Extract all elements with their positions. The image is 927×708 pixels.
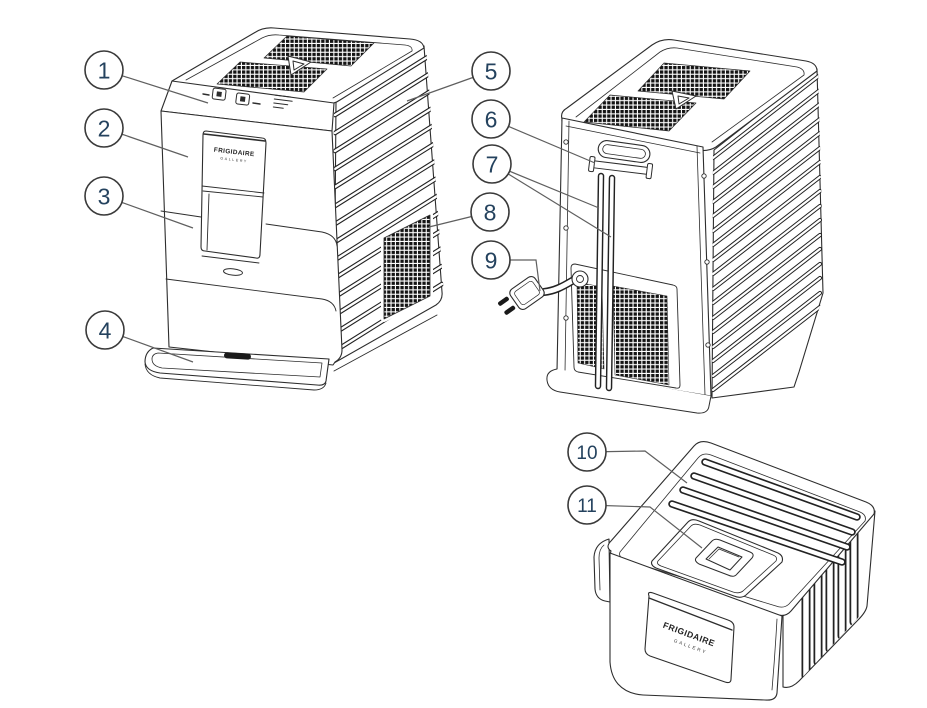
drain-tubes [594,172,616,392]
drip-tray [144,347,330,391]
control-label-text [272,94,293,109]
callout-9: 9 [471,240,541,292]
callout-7: 7 [472,144,612,238]
callout-circle [470,192,510,232]
rear-top-vent-grid-right [637,62,751,100]
callout-circle [85,310,125,350]
callout-circle [471,51,511,91]
dispenser-recess [201,185,265,264]
callout-1: 1 [84,50,209,104]
callout-6: 6 [471,99,596,164]
tank-handle-recess [650,519,784,598]
callout-number: 2 [98,115,111,141]
brand-sub-wordmark: GALLERY [220,156,248,163]
front-warning-triangle-icon [287,55,312,76]
callout-circle [471,99,511,139]
callouts: 1 2 3 4 5 6 7 8 9 10 11 [84,50,703,549]
front-view: FRIGIDAIRE GALLERY [144,27,442,391]
front-seam-lower [165,278,337,312]
callout-8: 8 [428,192,510,232]
callout-circle [567,485,607,525]
screws [563,139,711,348]
rear-vent-grill-right [612,285,670,386]
callout-number: 11 [577,496,597,517]
dispense-paddle [223,268,243,276]
front-base-rim [333,314,438,372]
callout-number: 4 [99,317,112,343]
front-seam-upper [160,210,202,218]
tank-flange [593,538,611,603]
rear-warning-triangle-icon [671,90,697,110]
callout-number: 1 [98,57,111,83]
rear-base [546,368,712,414]
callout-circle [472,144,512,184]
rear-right-edge-band [696,145,706,396]
logo-door: FRIGIDAIRE GALLERY [200,130,267,259]
callout-3: 3 [84,176,194,229]
callout-number: 7 [486,151,499,177]
callout-number: 3 [98,183,111,209]
callout-circle [471,240,511,280]
callout-5: 5 [406,51,511,102]
callout-circle [84,176,124,216]
rear-handle [597,140,651,163]
callout-10: 10 [567,432,688,484]
callout-4: 4 [85,310,194,363]
callout-circle [84,50,124,90]
water-tank-view: FRIGIDAIRE GALLERY [593,440,876,701]
callout-circle [84,108,124,148]
callout-number: 6 [485,106,498,132]
tank-logo-panel: FRIGIDAIRE GALLERY [644,591,735,684]
rear-top-rim [575,47,805,143]
control-panel [202,87,293,109]
rear-view [498,39,824,414]
tube-bracket [588,155,654,180]
brand-wordmark: FRIGIDAIRE [213,147,255,159]
callout-number: 8 [484,199,497,225]
front-seam-upper-right [265,223,338,247]
rear-left-edge-band [564,120,570,373]
callout-2: 2 [84,108,189,158]
callout-number: 9 [485,247,498,273]
rear-top-vent-grid-left [583,94,697,132]
drip-tray-grate [224,352,251,360]
callout-number: 5 [485,58,498,84]
callout-number: 10 [576,443,597,464]
callout-11: 11 [567,485,703,549]
tank-corner-line [771,618,778,691]
callout-circle [567,432,607,472]
rear-top-bevel [565,125,701,154]
front-top-rim [185,34,413,99]
